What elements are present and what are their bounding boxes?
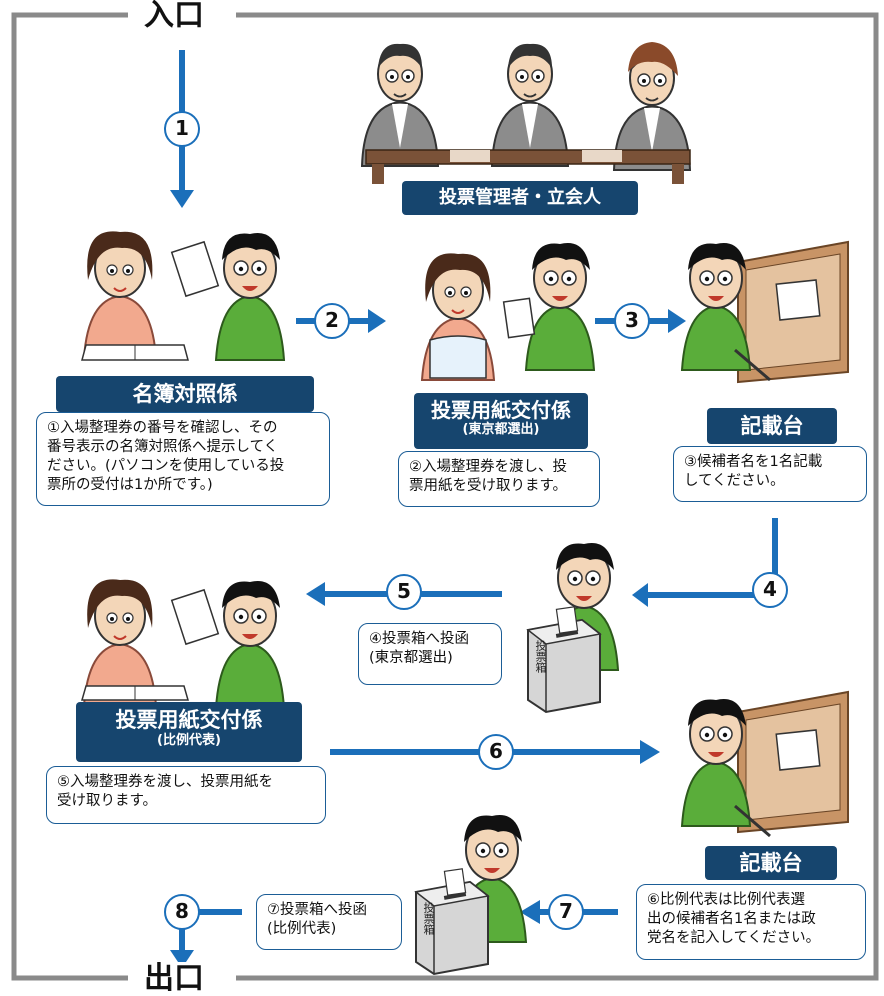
ballot-desk-pr-subtitle: (比例代表): [157, 733, 221, 748]
writing-table-1-title: 記載台: [707, 408, 837, 444]
ballot-box-pr-label: 投票箱: [422, 902, 435, 935]
ballot-desk-pr-note: ⑤入場整理券を渡し、投票用紙を 受け取ります。: [46, 766, 326, 824]
step-marker-4: 4: [752, 572, 788, 608]
writing-table-2-illustration: [681, 691, 849, 838]
step-marker-6: 6: [478, 734, 514, 770]
writing-table-2-title: 記載台: [705, 846, 837, 880]
ballot-box-tokyo-note: ④投票箱へ投函 (東京都選出): [358, 623, 502, 685]
step-marker-2: 2: [314, 303, 350, 339]
ballot-box-pr-note: ⑦投票箱へ投函 (比例代表): [256, 894, 402, 950]
officials-illustration: [361, 42, 691, 184]
officials-label: 投票管理者・立会人: [402, 181, 638, 215]
ballot-desk-tokyo-title: 投票用紙交付係: [431, 398, 571, 422]
ballot-desk-pr-header: 投票用紙交付係 (比例代表): [76, 702, 302, 762]
writing-table-1-note: ③候補者名を1名記載 してください。: [673, 446, 867, 502]
step-marker-7: 7: [548, 894, 584, 930]
frame-border: [11, 12, 879, 981]
ballot-desk-tokyo-illustration: [421, 242, 595, 381]
exit-label: 出口: [130, 962, 218, 996]
step-marker-1: 1: [164, 111, 200, 147]
writing-table-1-illustration: [681, 241, 849, 383]
ballot-desk-pr-title: 投票用紙交付係: [115, 708, 263, 732]
ballot-desk-pr-illustration: [81, 578, 285, 709]
step-marker-5: 5: [386, 574, 422, 610]
step-marker-8: 8: [164, 894, 200, 930]
roster-desk-note: ①入場整理券の番号を確認し、その 番号表示の名簿対照係へ提示してく ださい。(パ…: [36, 412, 330, 506]
ballot-box-pr-illustration: [415, 814, 527, 975]
ballot-desk-tokyo-note: ②入場整理券を渡し、投 票用紙を受け取ります。: [398, 451, 600, 507]
ballot-box-tokyo-illustration: [527, 542, 619, 713]
entrance-label: 入口: [130, 0, 218, 33]
ballot-desk-tokyo-subtitle: (東京都選出): [462, 422, 540, 437]
step-marker-3: 3: [614, 303, 650, 339]
writing-table-2-note: ⑥比例代表は比例代表選 出の候補者名1名または政 党名を記入してください。: [636, 884, 866, 960]
ballot-desk-tokyo-header: 投票用紙交付係 (東京都選出): [414, 393, 588, 449]
roster-desk-title: 名簿対照係: [56, 376, 314, 412]
ballot-box-tokyo-label: 投票箱: [534, 640, 547, 673]
roster-desk-illustration: [81, 230, 285, 361]
